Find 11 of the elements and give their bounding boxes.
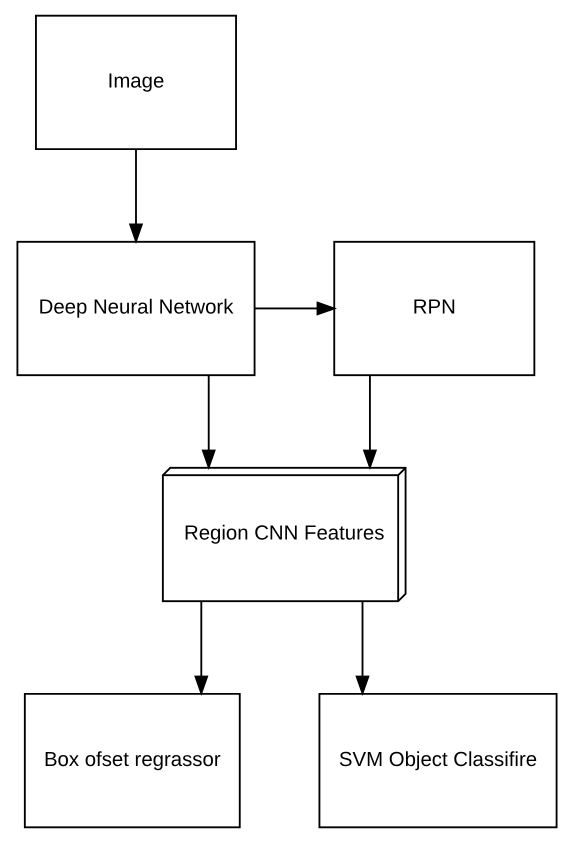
arrow <box>362 376 378 470</box>
arrow <box>254 301 337 316</box>
arrow <box>202 376 216 470</box>
arrow <box>194 602 208 696</box>
node-box: Deep Neural Network <box>16 240 256 376</box>
node-box: Image <box>35 14 237 150</box>
node-box: Box ofset regrassor <box>24 692 241 828</box>
node-box: RPN <box>333 240 536 376</box>
node-box: SVM Object Classifire <box>318 692 558 828</box>
arrow <box>128 150 144 244</box>
arrow <box>355 602 370 696</box>
